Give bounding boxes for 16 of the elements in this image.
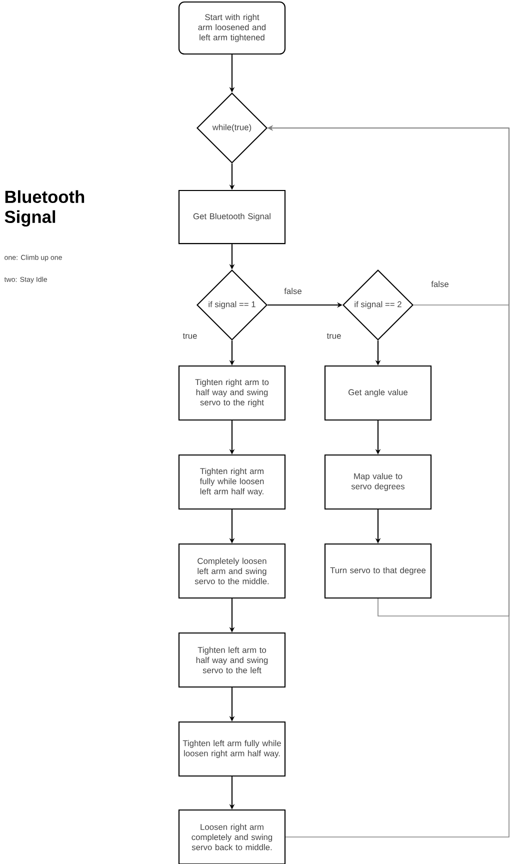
edge-label: true <box>326 333 341 339</box>
process-box: Turn servo to that degree <box>324 543 432 599</box>
edge-label: true <box>182 333 197 339</box>
process-box: Tighten left arm to half way and swing servo to the left <box>178 632 286 688</box>
edge-label: false <box>431 280 448 288</box>
process-box: Loosen right arm completely and swing servo back to middle. <box>178 809 286 864</box>
process-box: Tighten right arm to half way and swing servo to the right <box>178 365 286 421</box>
heading: Bluetooth Signal <box>4 190 84 227</box>
process-box: Tighten right arm fully while loosen left arm half way. <box>178 454 286 510</box>
process-box: Tighten left arm fully while loosen right arm half way. <box>178 721 286 777</box>
process-box: Completely loosen left arm and swing servo to the middle. <box>178 543 286 599</box>
process-box: Get Bluetooth Signal <box>178 190 286 244</box>
process-box: Map value to servo degrees <box>324 454 432 510</box>
edge-label: false <box>284 288 302 294</box>
start-box: Start with right arm loosened and left arm tightened <box>178 1 286 55</box>
process-box: Get angle value <box>324 365 432 421</box>
